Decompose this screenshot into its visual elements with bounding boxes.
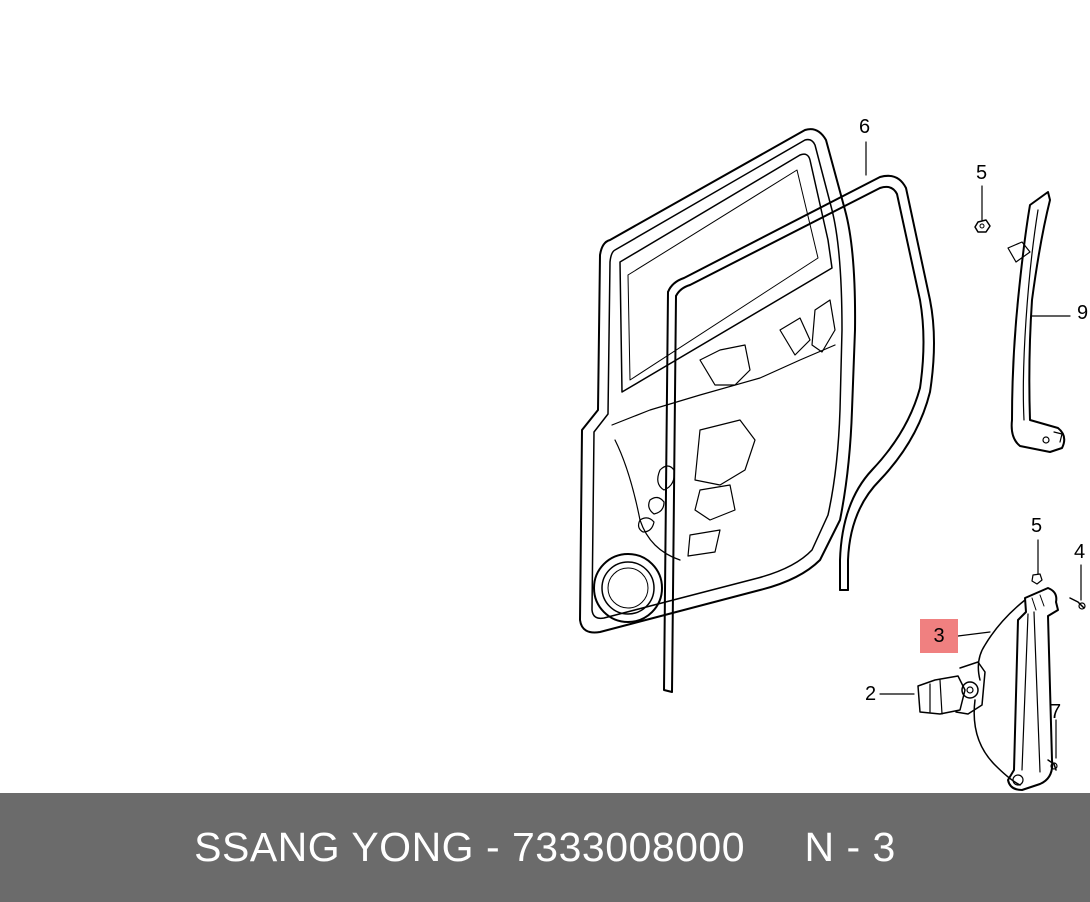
door-weatherstrip [663,174,935,693]
callout-4: 4 [1074,541,1086,563]
window-regulator [917,587,1059,791]
nut-item-5-bottom [1031,573,1043,585]
parts-diagram [579,128,1086,791]
part-number-caption: SSANG YONG - 7333008000 N - 3 [194,824,896,870]
callout-7: 7 [1050,701,1062,723]
callout-3-highlighted: 3 [920,619,958,653]
door-inner-panel [579,128,857,634]
callout-9: 9 [1077,302,1089,324]
nut-top [974,219,991,233]
callout-6: 6 [859,116,871,138]
callout-5-bottom: 5 [1031,515,1043,537]
screw-item-7 [1047,759,1058,771]
screw-item-4 [1069,597,1086,610]
leader-lines [865,141,1082,759]
glass-run-channel [1007,191,1066,453]
footer-bar: SSANG YONG - 7333008000 N - 3 [0,793,1090,902]
callout-2: 2 [865,683,877,705]
callout-5-top: 5 [976,162,988,184]
